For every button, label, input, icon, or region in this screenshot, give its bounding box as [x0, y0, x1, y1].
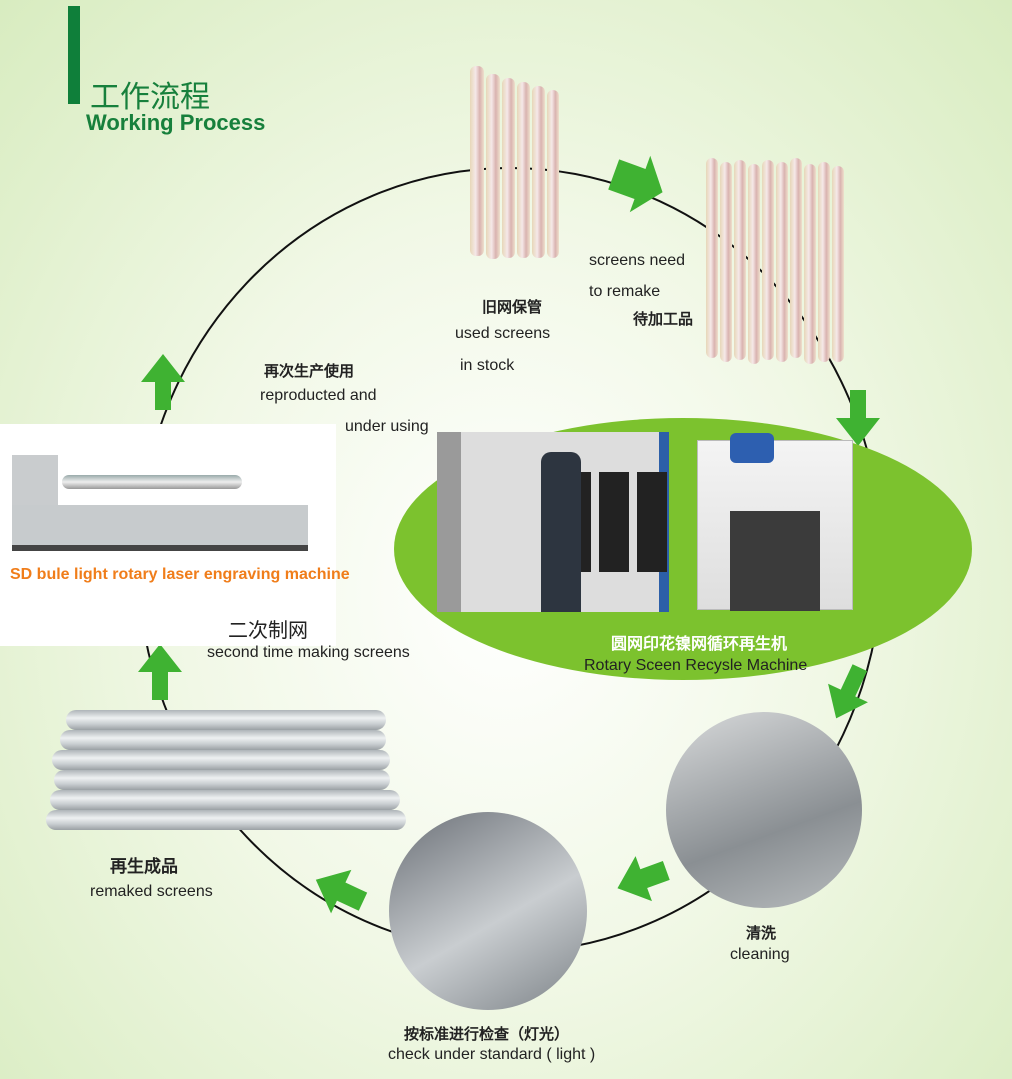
- step-remake-en1: screens need: [589, 252, 686, 269]
- step-cleaning-en: cleaning: [730, 946, 790, 963]
- laser-machine-label: SD bule light rotary laser engraving mac…: [10, 566, 350, 583]
- machine-cn: 圆网印花镍网循环再生机: [611, 636, 788, 653]
- arrow-icon: [836, 390, 880, 446]
- used-screens-photo: [470, 66, 570, 261]
- arrow-icon: [315, 869, 368, 914]
- arrow-icon: [617, 856, 670, 902]
- step-reproduced-en1: reproducted and: [260, 387, 377, 404]
- step-second-en: second time making screens: [207, 644, 410, 661]
- step-used-en1: used screens: [455, 325, 551, 342]
- recycle-machine-photo: [437, 432, 669, 612]
- step-remaked-cn: 再生成品: [110, 857, 178, 876]
- step-check-cn: 按标准进行检查（灯光）: [404, 1026, 570, 1043]
- step-reproduced-en2: under using: [345, 418, 429, 435]
- arrow-icon: [608, 155, 663, 213]
- laser-machine-photo: [12, 455, 308, 553]
- title-en: Working Process: [86, 110, 266, 135]
- arrow-icon: [141, 354, 185, 410]
- step-check-en: check under standard ( light ): [388, 1046, 596, 1063]
- title-cn: 工作流程: [90, 80, 210, 115]
- step-remake-cn: 待加工品: [633, 311, 694, 328]
- step-cleaning-cn: 清洗: [746, 925, 777, 942]
- title-bar: [68, 6, 80, 104]
- step-remake-en2: to remake: [589, 283, 661, 300]
- step-second-cn: 二次制网: [228, 620, 308, 642]
- arrow-icon: [828, 664, 868, 719]
- arrow-icon: [138, 644, 182, 700]
- step-reproduced-cn: 再次生产使用: [264, 363, 355, 380]
- step-used-cn: 旧网保管: [482, 299, 543, 316]
- remaked-screens-photo: [46, 710, 406, 836]
- cleaning-photo: [666, 712, 862, 908]
- machine-en: Rotary Sceen Recysle Machine: [584, 657, 808, 674]
- step-used-en2: in stock: [460, 357, 515, 374]
- cleaning-machine-photo: [697, 433, 853, 611]
- screens-remake-photo: [706, 158, 852, 366]
- step-remaked-en: remaked screens: [90, 883, 213, 900]
- check-photo: [389, 812, 587, 1010]
